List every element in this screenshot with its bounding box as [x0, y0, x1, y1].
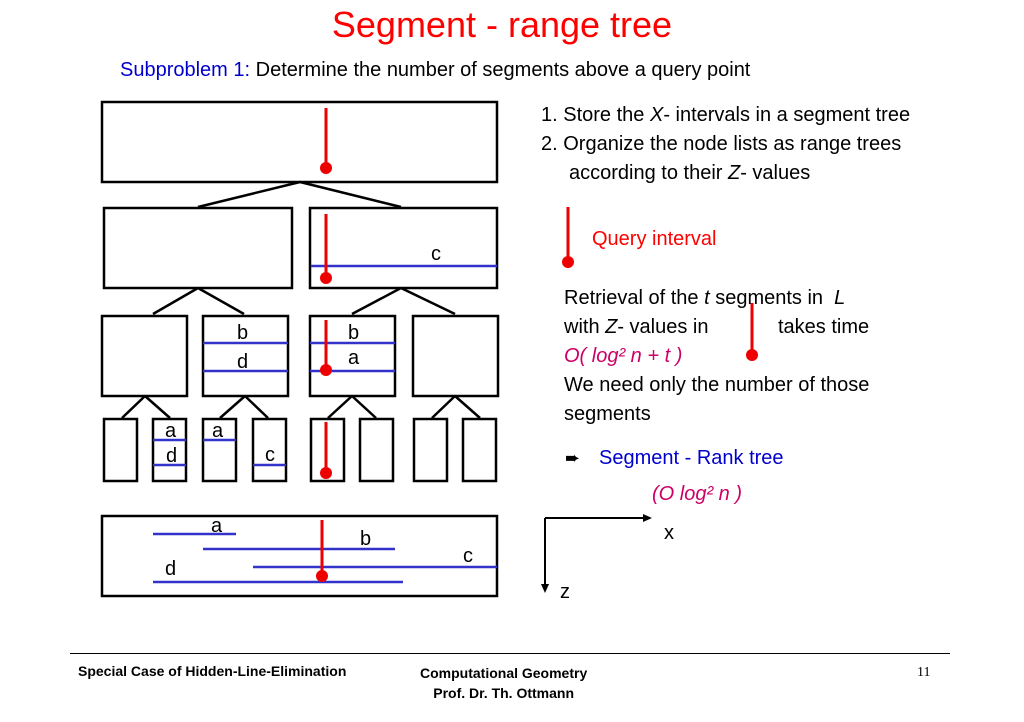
leaf-5 [309, 417, 346, 483]
retrieval-complexity: O( log² n + t ) [564, 345, 683, 367]
leaf-2 [151, 417, 188, 483]
page-number: 11 [917, 665, 931, 680]
subtitle-text: Determine the number of segments above a… [255, 59, 751, 81]
segments [153, 264, 497, 584]
label-c-l3b: c [265, 444, 275, 466]
tree-structure [100, 100, 500, 598]
segments-strip [100, 514, 499, 598]
label-d-l3a: d [166, 445, 177, 467]
label-a-l2b: a [348, 347, 360, 369]
footer-left: Special Case of Hidden-Line-Elimination [78, 663, 347, 679]
conclusion-text: Segment - Rank tree [599, 447, 784, 469]
leaf-8 [461, 417, 498, 483]
label-a-bottom: a [211, 515, 223, 537]
legend-query-dot [562, 256, 574, 268]
label-c-bottom: c [463, 545, 473, 567]
retrieval-t: t [704, 287, 710, 309]
retrieval-line-1: Retrieval of the t segments in L [564, 284, 845, 313]
label-b-l2b: b [348, 322, 359, 344]
footer-author: Prof. Dr. Th. Ottmann [433, 685, 575, 701]
footer-course: Computational Geometry [420, 665, 588, 681]
leaf-1 [102, 417, 139, 483]
inline-query-dot [746, 349, 758, 361]
legend-query-interval: Query interval [592, 228, 717, 250]
retrieval-line-4: We need only the number of those [564, 374, 870, 396]
label-b-l2a: b [237, 322, 248, 344]
step-2-post: - values [740, 162, 811, 184]
leaf-3 [201, 417, 238, 483]
x-arrow-icon [643, 514, 652, 522]
axis-z-label: z [560, 581, 570, 603]
subtitle: Subproblem 1: Determine the number of se… [120, 59, 750, 82]
retrieval-l2-mid: - values in [617, 316, 709, 338]
label-c-level1: c [431, 243, 441, 265]
step-1-var: X [649, 104, 664, 126]
step-2-line-1: 2. Organize the node lists as range tree… [541, 133, 902, 155]
slide-title: Segment - range tree [331, 4, 673, 45]
level2-node-4 [411, 314, 500, 398]
retrieval-l1-pre: Retrieval of the [564, 287, 705, 309]
retrieval-Z: Z [605, 316, 618, 338]
conclusion-complexity: (O log² n ) [652, 483, 743, 505]
retrieval-l2-pre: with [564, 316, 606, 338]
footer-rule [70, 653, 950, 654]
label-d-l2a: d [237, 351, 248, 373]
leaf-4 [251, 417, 288, 483]
level2-node-1 [100, 314, 189, 398]
query-intervals [316, 108, 758, 582]
axis-x-label: x [664, 522, 674, 544]
subtitle-label: Subproblem 1: [120, 59, 251, 81]
level1-left-node [102, 206, 294, 290]
z-arrow-icon [541, 584, 549, 593]
step-2-pre: according to their [569, 162, 728, 184]
step-1-pre: 1. Store the [541, 104, 650, 126]
retrieval-line-5: segments [564, 403, 651, 425]
label-d-bottom: d [165, 558, 176, 580]
leaf-7 [412, 417, 449, 483]
step-1: 1. Store the X- intervals in a segment t… [541, 101, 910, 130]
footer-center: Computational Geometry Prof. Dr. Th. Ott… [420, 663, 587, 703]
root-node [100, 100, 499, 184]
retrieval-l1-mid: segments in [709, 287, 829, 309]
label-a-l3a: a [165, 420, 177, 442]
retrieval-line-2: with Z- values in [564, 313, 709, 342]
step-1-post: - intervals in a segment tree [663, 104, 911, 126]
axis-indicator [541, 514, 652, 593]
leaf-6 [358, 417, 395, 483]
label-b-bottom: b [360, 528, 371, 550]
segment-range-tree-diagram: c b d b a a d a c a b c d x z [100, 100, 758, 603]
step-2-line-2: according to their Z- values [569, 159, 810, 188]
level1-right-node [308, 206, 499, 290]
retrieval-line-2-end: takes time [778, 316, 870, 338]
label-a-l3b: a [212, 420, 224, 442]
retrieval-L: L [834, 287, 846, 309]
arrow-icon: ➨ [565, 448, 581, 468]
step-2-var: Z [727, 162, 741, 184]
